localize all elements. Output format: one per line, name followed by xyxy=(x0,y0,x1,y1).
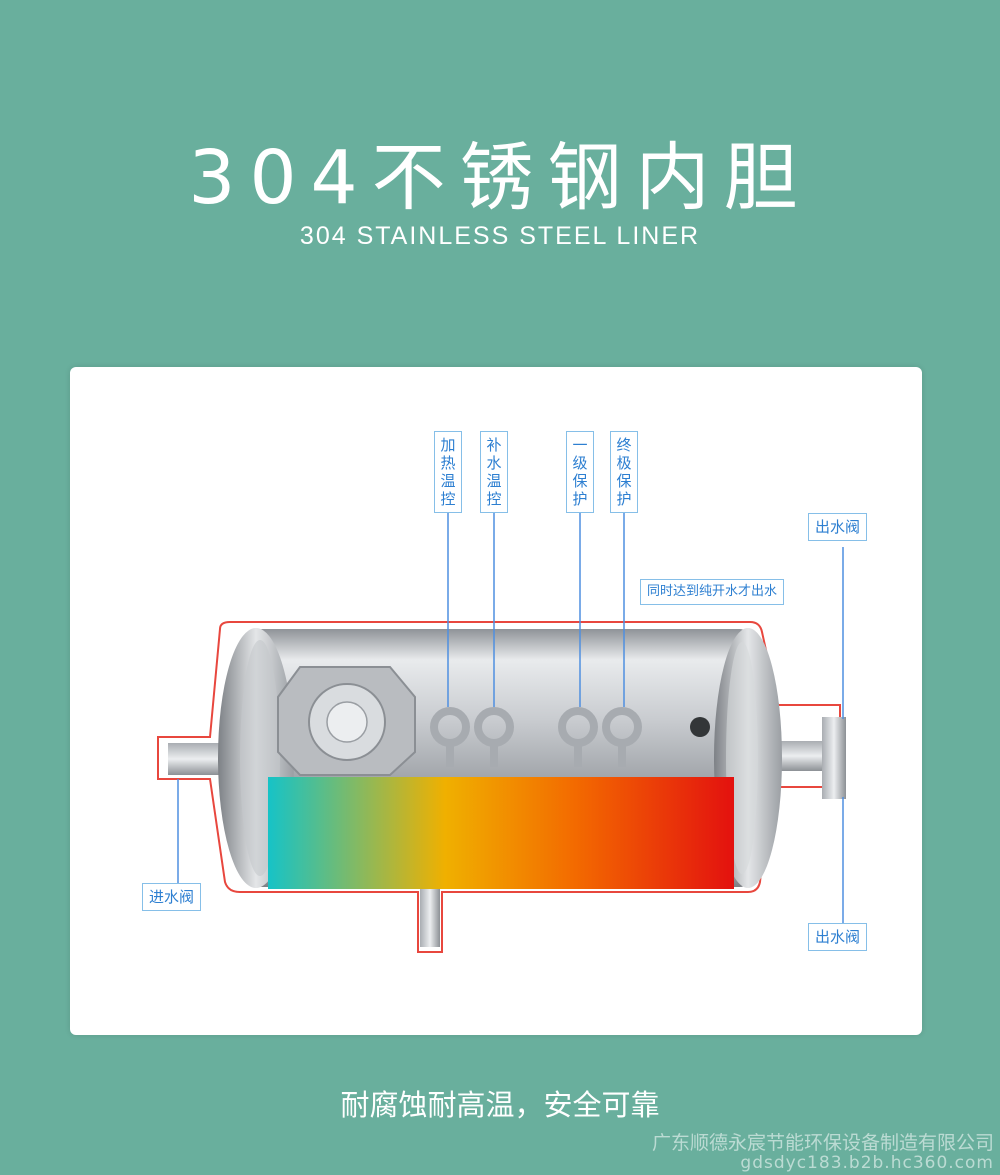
label-final-protection: 终极保护 xyxy=(610,431,638,513)
label-refill-temp-control: 补水温控 xyxy=(480,431,508,513)
sensor-port-2 xyxy=(474,707,514,767)
label-inlet-valve: 进水阀 xyxy=(142,883,202,911)
diagram-panel: 加热温控 补水温控 一级保护 终极保护 出水阀 同时达到纯开水才出水 进水阀 出… xyxy=(70,367,922,1035)
watermark-url: gdsdyc183.b2b.hc360.com xyxy=(740,1153,994,1173)
tagline: 耐腐蚀耐高温，安全可靠 xyxy=(340,1088,660,1122)
label-outlet-valve-top: 出水阀 xyxy=(808,513,868,541)
sensor-port-3 xyxy=(558,707,598,767)
page-subtitle: 304 STAINLESS STEEL LINER xyxy=(299,222,701,250)
label-first-protection: 一级保护 xyxy=(566,431,594,513)
outlet-pipe-vertical xyxy=(822,717,846,799)
water-temperature-gradient xyxy=(268,777,734,889)
watermark-company: 广东顺德永宸节能环保设备制造有限公司 xyxy=(651,1132,994,1154)
sensor-port-4 xyxy=(602,707,642,767)
sensor-port-1 xyxy=(430,707,470,767)
page-title: 304不锈钢内胆 xyxy=(188,135,812,221)
tank-illustration xyxy=(157,513,846,953)
label-outlet-valve-bottom: 出水阀 xyxy=(808,923,868,951)
drain-pipe xyxy=(420,879,440,947)
label-boiling-note: 同时达到纯开水才出水 xyxy=(640,579,785,605)
port-plug xyxy=(690,717,710,737)
label-heating-temp-control: 加热温控 xyxy=(434,431,462,513)
tank-outline xyxy=(157,621,841,953)
